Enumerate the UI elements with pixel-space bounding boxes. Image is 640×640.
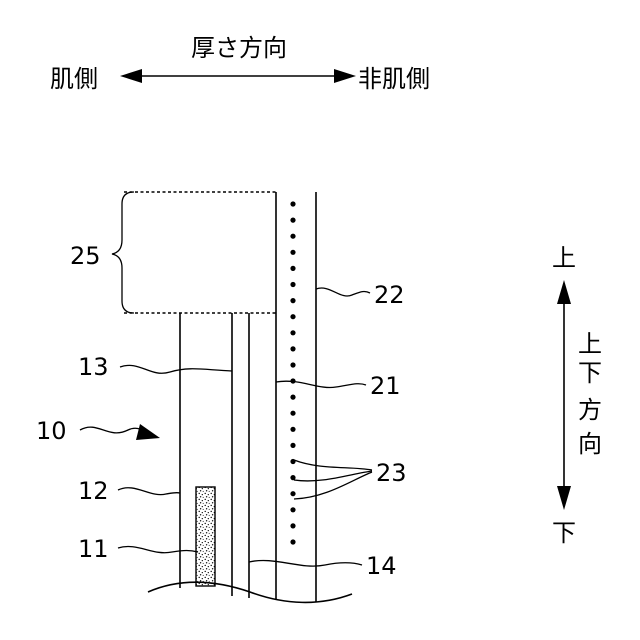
leader-12 [118, 488, 180, 495]
non-skin-side-label: 非肌側 [358, 65, 430, 93]
dot-23 [290, 266, 295, 271]
vertical-direction-char-3: 方 [578, 396, 602, 424]
dot-23 [290, 491, 295, 496]
arrow-head-up-icon [557, 280, 571, 304]
dot-23 [290, 443, 295, 448]
dot-23 [290, 282, 295, 287]
numeral-10: 10 [36, 417, 67, 445]
vertical-direction-char-4: 向 [578, 430, 602, 458]
numeral-23: 23 [376, 459, 407, 487]
dot-23 [290, 250, 295, 255]
dot-23 [290, 475, 295, 480]
leader-23-c [294, 472, 372, 499]
leader-21 [276, 381, 366, 387]
leader-22 [316, 288, 370, 296]
reference-numerals: 25 22 13 21 10 23 12 11 14 [36, 242, 407, 580]
dot-23 [290, 362, 295, 367]
dot-23 [290, 314, 295, 319]
dot-23 [290, 507, 295, 512]
numeral-25: 25 [70, 242, 101, 270]
arrow-head-down-icon [557, 486, 571, 510]
skin-side-label: 肌側 [50, 65, 98, 93]
break-line [148, 582, 352, 602]
thickness-direction-title: 厚さ方向 [191, 34, 287, 62]
numeral-11: 11 [78, 535, 109, 563]
vertical-direction-char-2: 下 [578, 359, 602, 387]
leader-13 [120, 365, 232, 373]
vertical-direction-indicator: 上 上 下 方 向 下 [552, 244, 608, 547]
dot-column-23 [290, 201, 295, 544]
arrow-head-right-icon [334, 69, 356, 83]
dot-23 [290, 411, 295, 416]
arrow-head-left-icon [120, 69, 142, 83]
dot-23 [290, 201, 295, 206]
leader-11 [118, 546, 198, 552]
arrow-10-icon [136, 424, 160, 440]
dot-23 [290, 298, 295, 303]
region-25-outline [124, 192, 276, 313]
dot-23 [290, 218, 295, 223]
dot-23 [290, 330, 295, 335]
dot-23 [290, 346, 295, 351]
component-11-block [196, 487, 215, 586]
numeral-13: 13 [78, 353, 109, 381]
vertical-direction-char-1: 上 [578, 330, 602, 358]
dot-23 [290, 523, 295, 528]
thickness-direction-indicator: 厚さ方向 肌側 非肌側 [50, 34, 430, 93]
down-label: 下 [552, 519, 576, 547]
numeral-22: 22 [374, 281, 405, 309]
layered-structure [124, 192, 352, 602]
leader-25-brace [112, 192, 134, 313]
leader-lines [80, 192, 372, 566]
dot-23 [290, 539, 295, 544]
leader-23-b [294, 471, 372, 481]
leader-23-a [294, 460, 372, 470]
leader-10 [80, 427, 146, 433]
up-label: 上 [552, 244, 576, 272]
numeral-14: 14 [366, 552, 397, 580]
leader-14 [249, 560, 362, 566]
dot-23 [290, 234, 295, 239]
dot-23 [290, 395, 295, 400]
dot-23 [290, 427, 295, 432]
numeral-12: 12 [78, 477, 109, 505]
numeral-21: 21 [370, 372, 401, 400]
